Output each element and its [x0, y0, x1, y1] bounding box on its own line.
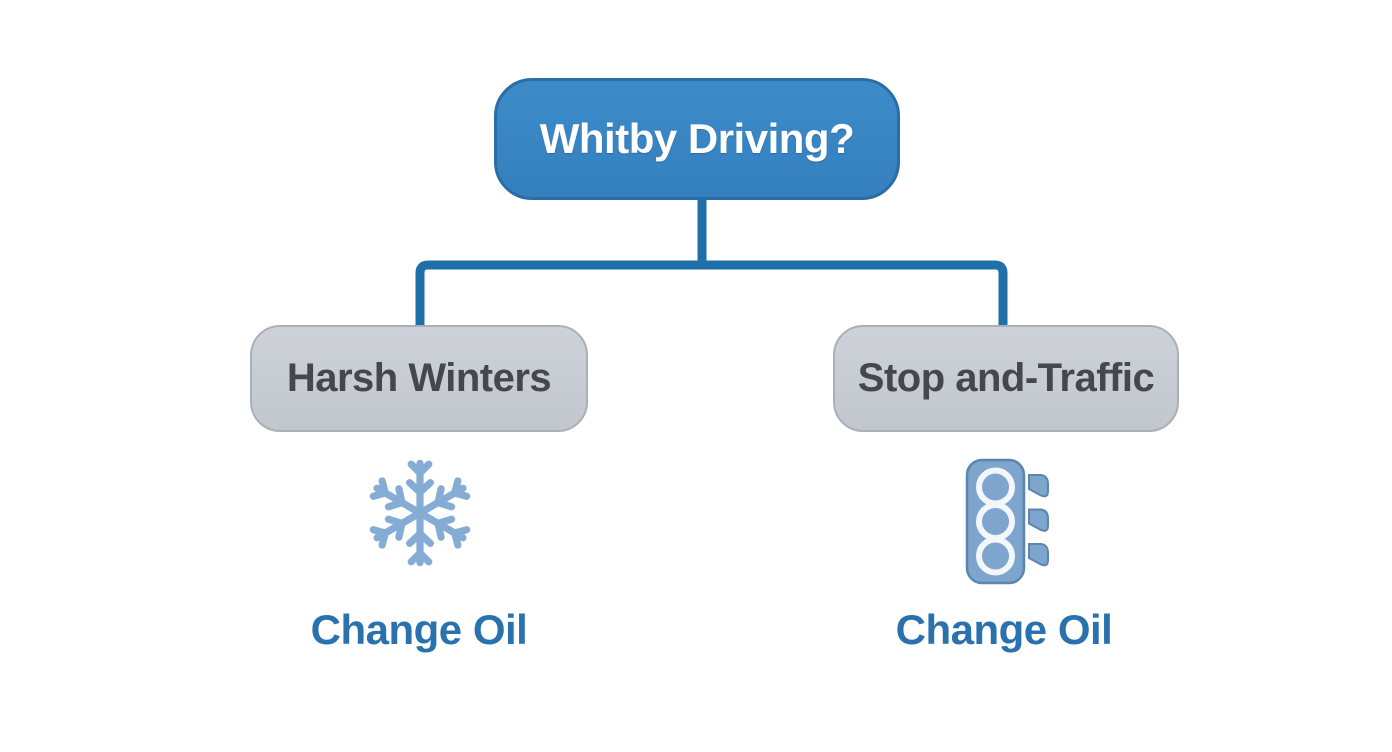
root-node-label: Whitby Driving? — [539, 115, 855, 162]
snowflake-icon — [364, 455, 476, 570]
traffic-light-icon — [963, 458, 1053, 586]
action-label-change-oil-left: Change Oil — [310, 606, 528, 653]
action-label-change-oil-right: Change Oil — [895, 606, 1113, 653]
root-node: Whitby Driving? — [494, 78, 900, 200]
branch-node-label: Harsh Winters — [286, 356, 552, 400]
branch-node-label: Stop and-Traffic — [857, 356, 1155, 400]
branch-node-stop-and-traffic: Stop and-Traffic — [833, 325, 1179, 432]
branch-node-harsh-winters: Harsh Winters — [250, 325, 588, 432]
